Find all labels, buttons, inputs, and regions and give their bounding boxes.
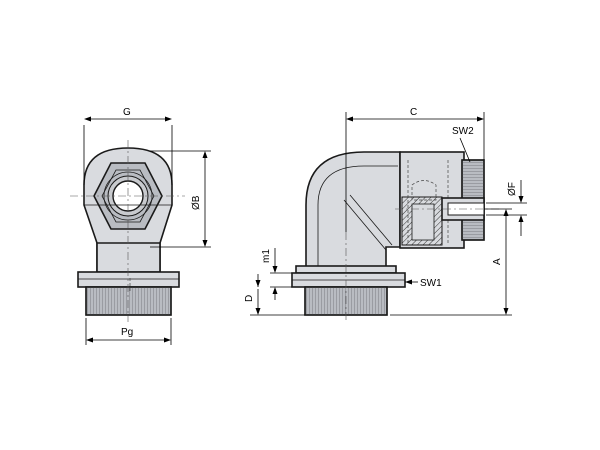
dimension-SW2-label: SW2: [452, 126, 474, 137]
dimension-A-label: A: [492, 258, 503, 265]
dimension-B: ØB: [150, 150, 211, 248]
front-view-flange: [77, 271, 180, 288]
dimension-m1: m1: [261, 248, 292, 300]
dimension-SW1-label: SW1: [420, 278, 442, 289]
dimension-m1-label: m1: [261, 249, 272, 263]
dimension-D: D: [244, 274, 305, 316]
dimension-F-label: ØF: [507, 182, 518, 196]
dimension-C: C: [345, 107, 485, 232]
dimension-C-label: C: [410, 107, 417, 118]
dimension-SW1: SW1: [405, 278, 442, 289]
dimension-B-label: ØB: [191, 195, 202, 210]
dimension-D-label: D: [244, 295, 255, 302]
dimension-G: G: [83, 107, 173, 185]
side-view-elbow-body: [305, 151, 401, 273]
dimension-Pg: Pg: [85, 318, 172, 345]
dimension-SW2: SW2: [452, 126, 474, 163]
dimension-A: A: [390, 208, 512, 316]
dimension-Pg-label: Pg: [121, 327, 133, 338]
dimension-F: ØF: [486, 180, 527, 236]
side-view: [291, 151, 485, 316]
front-view: [77, 147, 180, 316]
dimension-G-label: G: [123, 107, 131, 118]
